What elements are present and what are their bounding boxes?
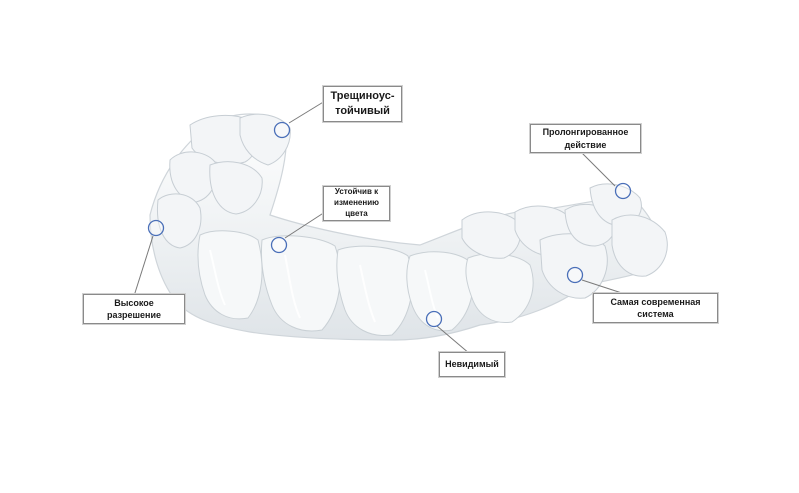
label-crack-resistant: Трещиноус- тойчивый [323,86,402,122]
label-color-stable: Устойчив к изменению цвета [323,186,390,221]
circle-marker-icon[interactable] [425,310,443,328]
label-invisible: Невидимый [439,352,505,377]
leader-line-color [284,211,326,239]
label-high-resolution: Высокое разрешение [83,294,185,324]
leader-line-invis [436,325,471,355]
circle-marker-icon[interactable] [566,266,584,284]
label-prolonged-action: Пролонгированное действие [530,124,641,153]
leader-line-res [133,235,154,297]
leader-line-crack [288,100,326,124]
circle-marker-icon[interactable] [270,236,288,254]
circle-marker-icon[interactable] [273,121,291,139]
circle-marker-icon[interactable] [147,219,165,237]
leader-line-prolong [579,150,616,187]
clear-aligner-icon [149,113,668,341]
label-modern-system: Самая современная система [593,293,718,323]
circle-marker-icon[interactable] [614,182,632,200]
